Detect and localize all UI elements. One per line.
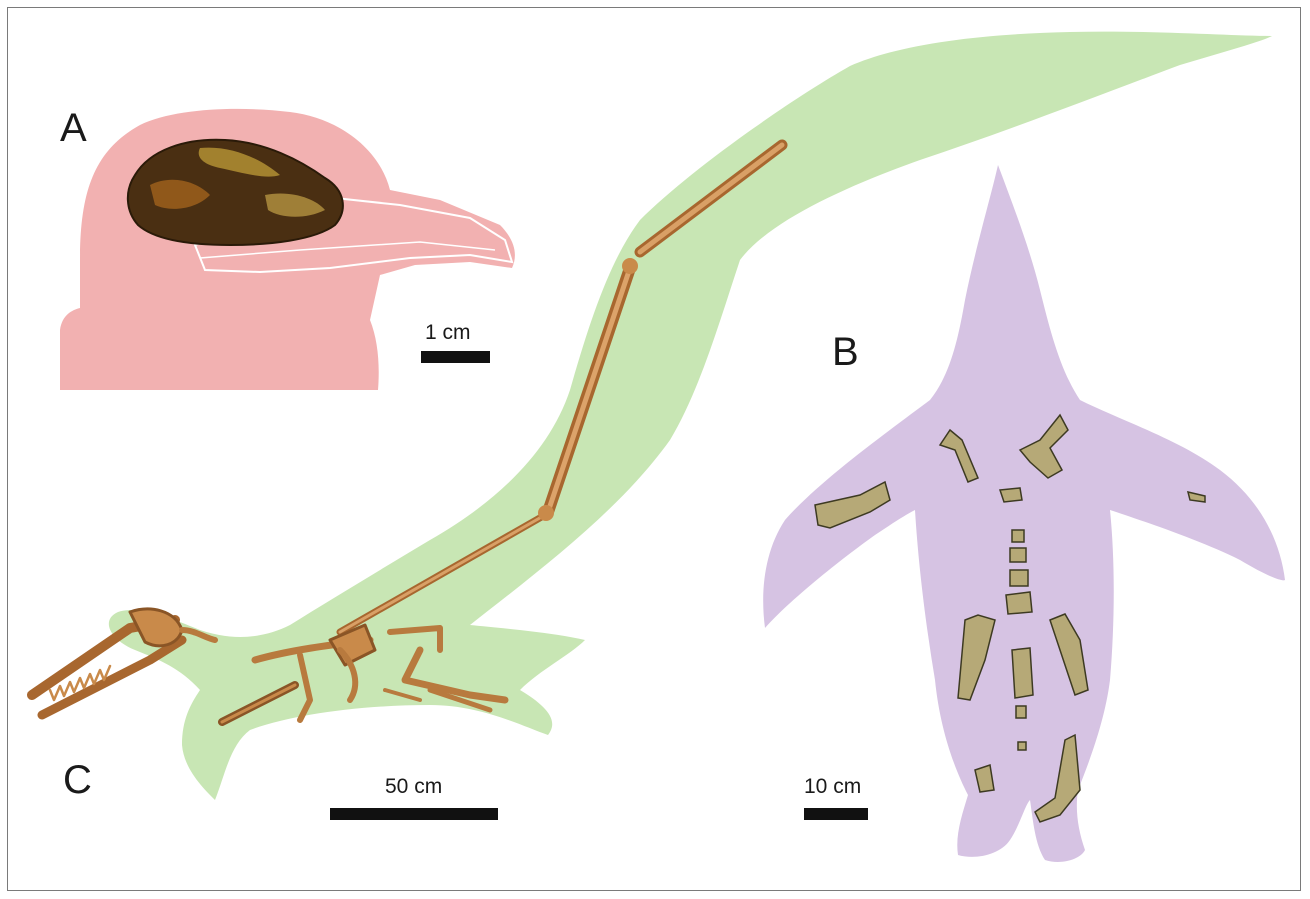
panel-c-label: C (63, 760, 92, 800)
small-fragment (1018, 742, 1026, 750)
panel-c-scale-label: 50 cm (385, 776, 442, 797)
panel-a-scale-label: 1 cm (425, 322, 471, 343)
panel-b-scale-label: 10 cm (804, 776, 861, 797)
panel-b-scale-bar (804, 808, 868, 820)
panel-a-scale-bar (421, 351, 490, 363)
vertebra-2 (1010, 548, 1026, 562)
panel-b (763, 165, 1285, 862)
panel-b-label: B (832, 332, 859, 372)
scapula-fragment (1000, 488, 1022, 502)
head-silhouette (60, 109, 515, 390)
vertebra-3 (1010, 570, 1028, 586)
wrist-joint (622, 258, 638, 274)
panel-a-label: A (60, 108, 87, 148)
vertebra-4 (1006, 592, 1032, 614)
panel-c-scale-bar (330, 808, 498, 820)
elbow-joint (538, 505, 554, 521)
sacral-vertebra (1016, 706, 1026, 718)
panel-a (60, 109, 515, 390)
pelvis-fragment (1012, 648, 1033, 698)
vertebra-1 (1012, 530, 1024, 542)
